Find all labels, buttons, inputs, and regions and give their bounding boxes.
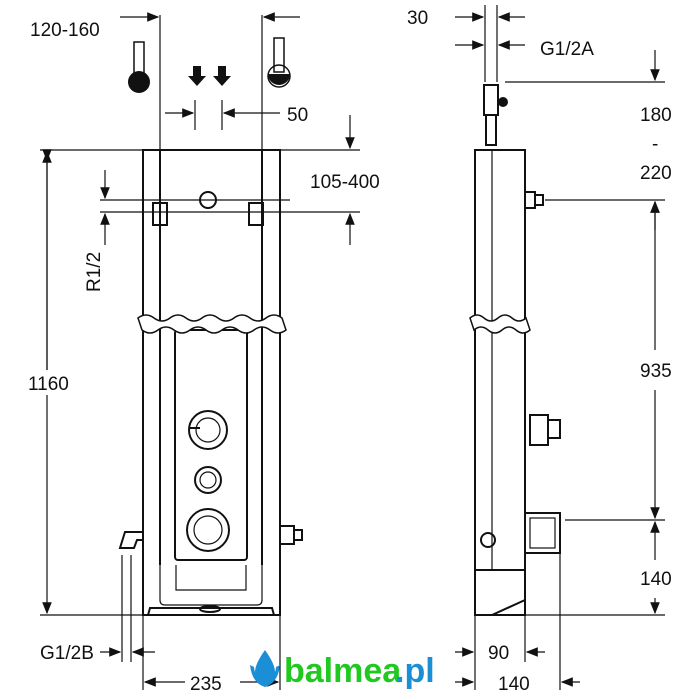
push-button	[194, 466, 222, 494]
dim-total-height: 1160	[28, 374, 69, 395]
side-dimensions	[455, 5, 665, 690]
dim-width: 235	[190, 674, 222, 695]
dim-bottom: 140	[640, 569, 672, 590]
water-drop-hands-icon	[250, 650, 280, 687]
logo-suffix: .pl	[395, 652, 435, 690]
flow-direction-arrows-icon	[188, 66, 231, 86]
angle-valve	[483, 84, 508, 146]
front-dimensions	[40, 12, 360, 690]
dim-depth-b: 140	[498, 674, 530, 695]
dim-middle: 935	[640, 361, 672, 382]
hot-water-thermometer-icon	[267, 37, 291, 88]
temperature-knob	[188, 410, 228, 450]
spout	[118, 531, 143, 549]
flow-knob	[186, 508, 230, 552]
side-view-panel	[469, 84, 561, 616]
dim-depth-a: 90	[488, 643, 509, 664]
dim-top-range-b: 220	[640, 163, 672, 184]
dim-inlet-spacing: 120-160	[30, 20, 100, 41]
dim-inlet-gap: 50	[287, 105, 308, 126]
dim-outlet-thread: G1/2B	[40, 643, 94, 664]
dim-inlet-height: 105-400	[310, 172, 380, 193]
front-view-panel	[118, 149, 303, 616]
logo-name: balmea	[284, 652, 402, 690]
dim-valve-thread: G1/2A	[540, 39, 594, 60]
dim-valve-offset: 30	[407, 8, 428, 29]
dim-thread: R1/2	[84, 252, 105, 292]
dim-top-range-a: 180	[640, 105, 672, 126]
balmea-logo: balmea .pl	[250, 650, 435, 690]
cold-water-thermometer-icon	[128, 41, 150, 93]
dim-top-range-sep: -	[652, 134, 658, 155]
